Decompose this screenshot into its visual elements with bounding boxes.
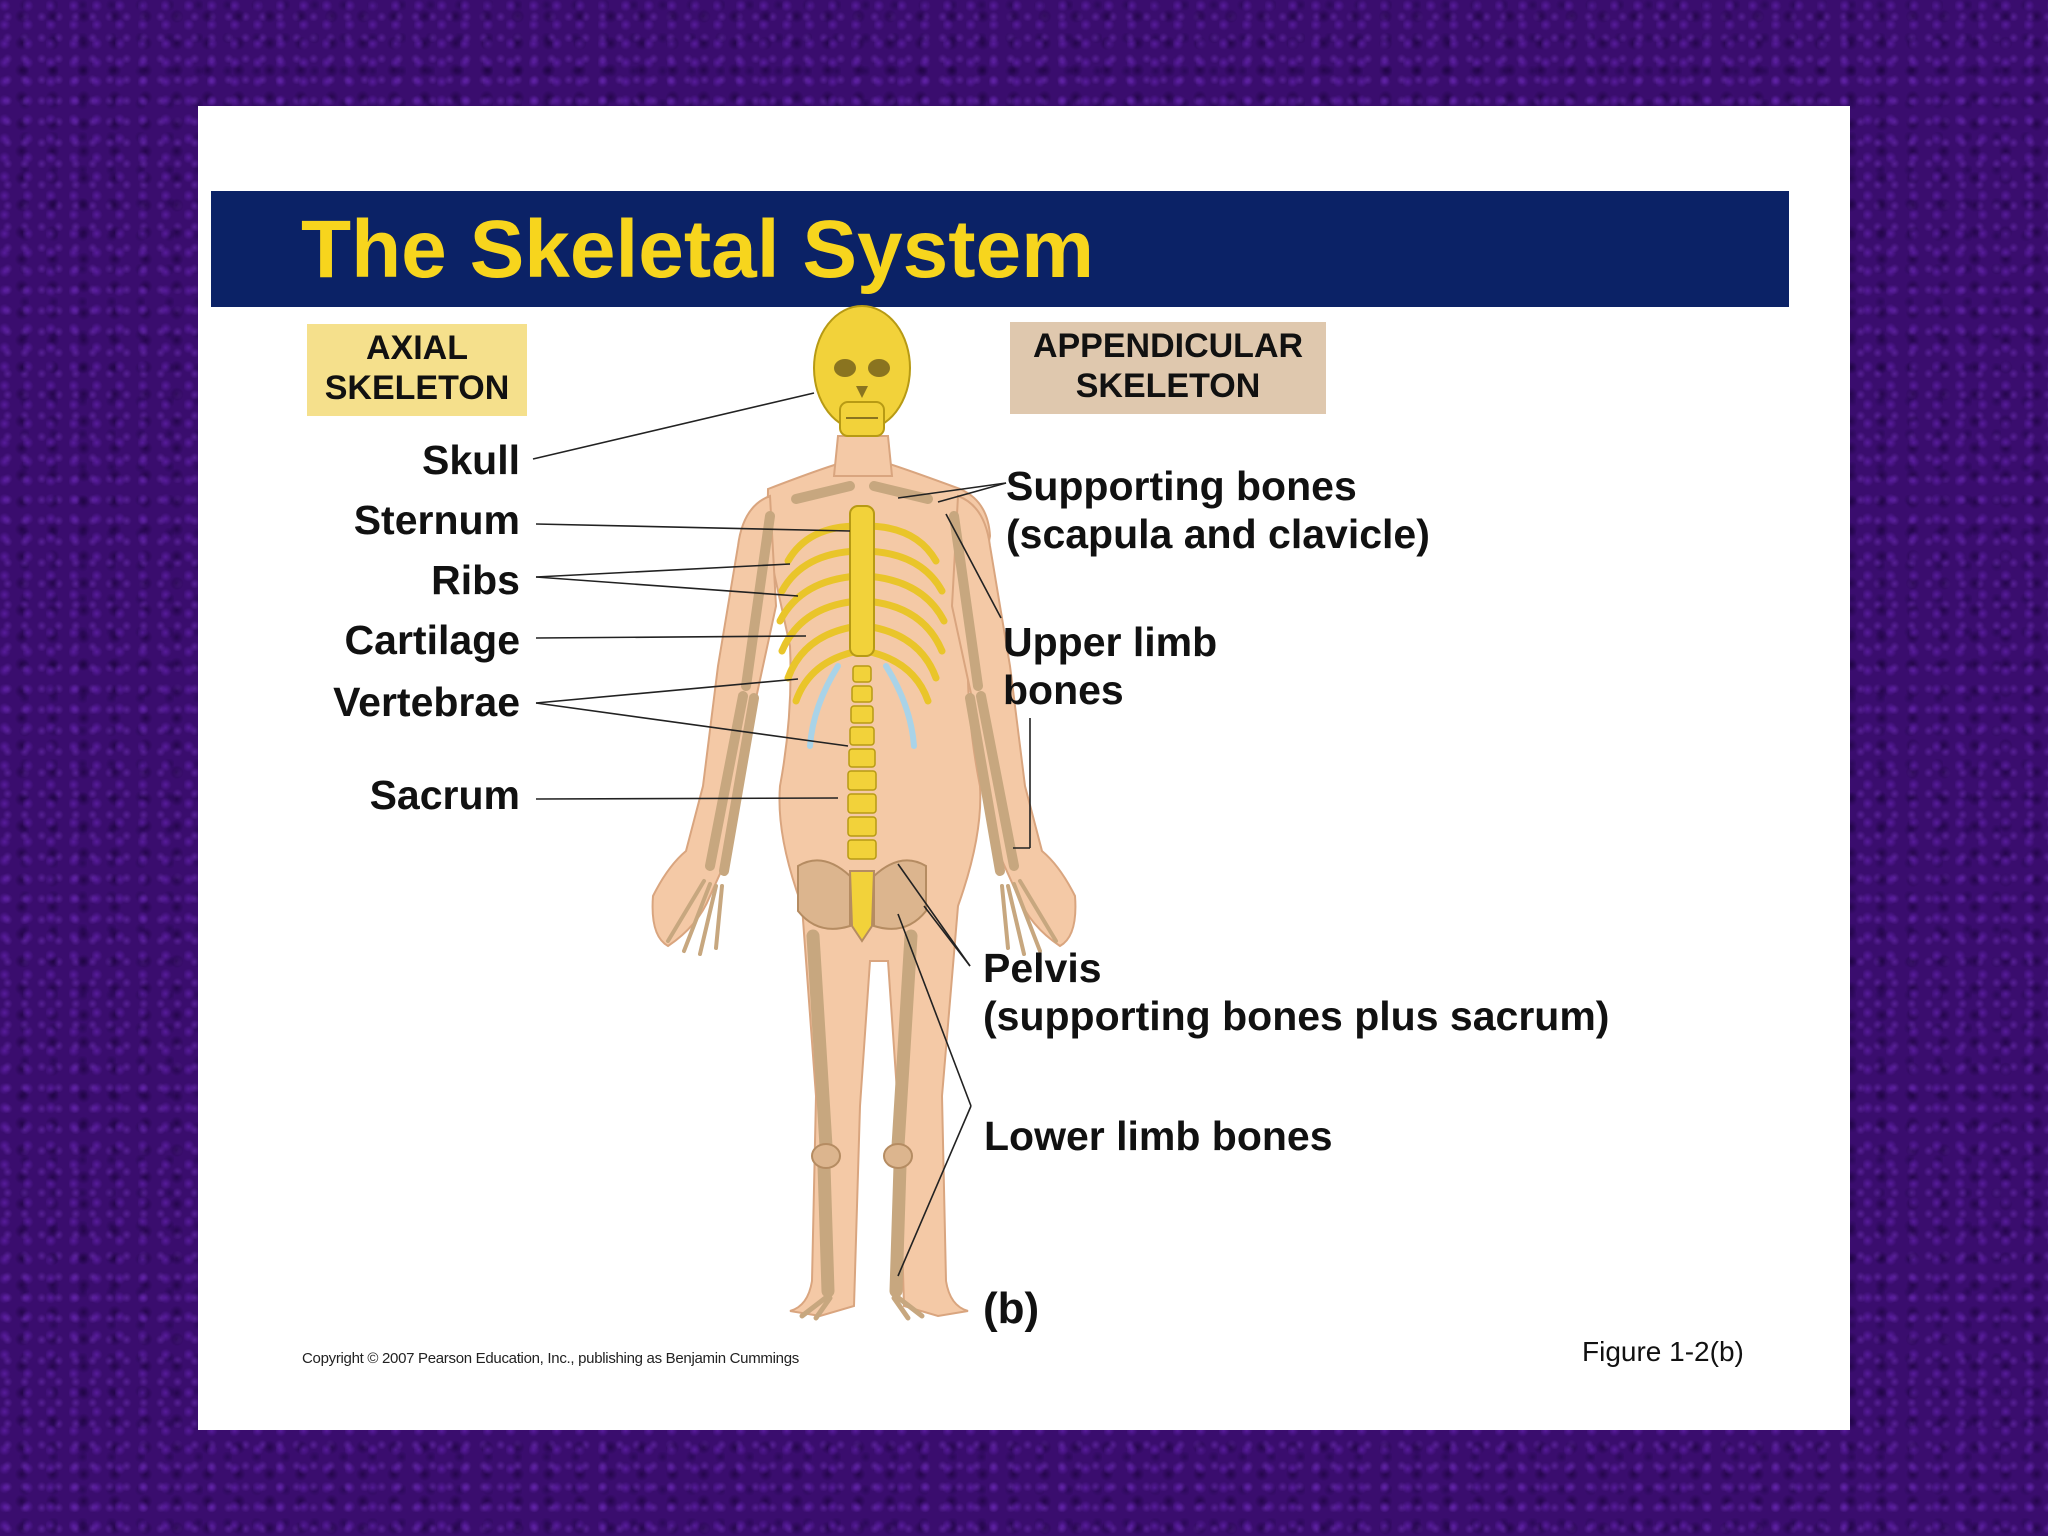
appendicular-box-line1: APPENDICULAR bbox=[1032, 327, 1304, 365]
skeleton-illustration bbox=[532, 305, 1077, 1321]
label-pelvis-line2: (supporting bones plus sacrum) bbox=[983, 993, 1610, 1039]
figure-reference: Figure 1-2(b) bbox=[1582, 1336, 1744, 1367]
label-upper-limb-bones: Upper limb bones bbox=[1003, 618, 1217, 714]
label-skull: Skull bbox=[422, 437, 520, 483]
panel-letter: (b) bbox=[983, 1284, 1040, 1333]
costal-cartilage bbox=[807, 663, 917, 749]
knee-caps bbox=[811, 1143, 913, 1169]
axial-box-line2: SKELETON bbox=[324, 369, 510, 407]
label-vertebrae: Vertebrae bbox=[333, 679, 520, 725]
slide: The Skeletal System AXIAL SKELETON APPEN… bbox=[198, 106, 1850, 1430]
leg-bones bbox=[806, 929, 918, 1298]
label-supporting-bones: Supporting bones (scapula and clavicle) bbox=[1006, 462, 1430, 558]
label-upper-limb-line1: Upper limb bbox=[1003, 619, 1218, 665]
label-sacrum: Sacrum bbox=[369, 772, 520, 818]
appendicular-box-line2: SKELETON bbox=[1075, 367, 1261, 405]
foot-bones bbox=[799, 1293, 925, 1321]
label-upper-limb-line2: bones bbox=[1003, 667, 1124, 713]
label-pelvis: Pelvis (supporting bones plus sacrum) bbox=[983, 944, 1609, 1040]
rib-cage bbox=[776, 522, 948, 705]
copyright-notice: Copyright © 2007 Pearson Education, Inc.… bbox=[302, 1350, 799, 1367]
skull bbox=[813, 305, 911, 437]
label-pelvis-line1: Pelvis bbox=[983, 945, 1102, 991]
label-lower-limb-bones: Lower limb bones bbox=[984, 1113, 1333, 1159]
sternum bbox=[849, 505, 875, 657]
appendicular-skeleton-box: APPENDICULAR SKELETON bbox=[1010, 322, 1326, 414]
label-cartilage: Cartilage bbox=[344, 617, 520, 663]
axial-box-line1: AXIAL bbox=[366, 329, 468, 367]
label-sternum: Sternum bbox=[353, 497, 520, 543]
leader-lines bbox=[532, 392, 1031, 1277]
arm-bones bbox=[705, 511, 1019, 876]
hand-bones bbox=[666, 879, 1058, 956]
pelvis bbox=[797, 859, 927, 943]
label-supporting-bones-line1: Supporting bones bbox=[1006, 463, 1357, 509]
label-ribs: Ribs bbox=[431, 557, 520, 603]
vertebral-column bbox=[847, 665, 877, 860]
shoulder-girdle bbox=[791, 481, 933, 504]
label-supporting-bones-line2: (scapula and clavicle) bbox=[1006, 511, 1430, 557]
axial-skeleton-box: AXIAL SKELETON bbox=[307, 324, 527, 416]
slide-title: The Skeletal System bbox=[301, 204, 1095, 295]
title-bar: The Skeletal System bbox=[211, 191, 1789, 307]
